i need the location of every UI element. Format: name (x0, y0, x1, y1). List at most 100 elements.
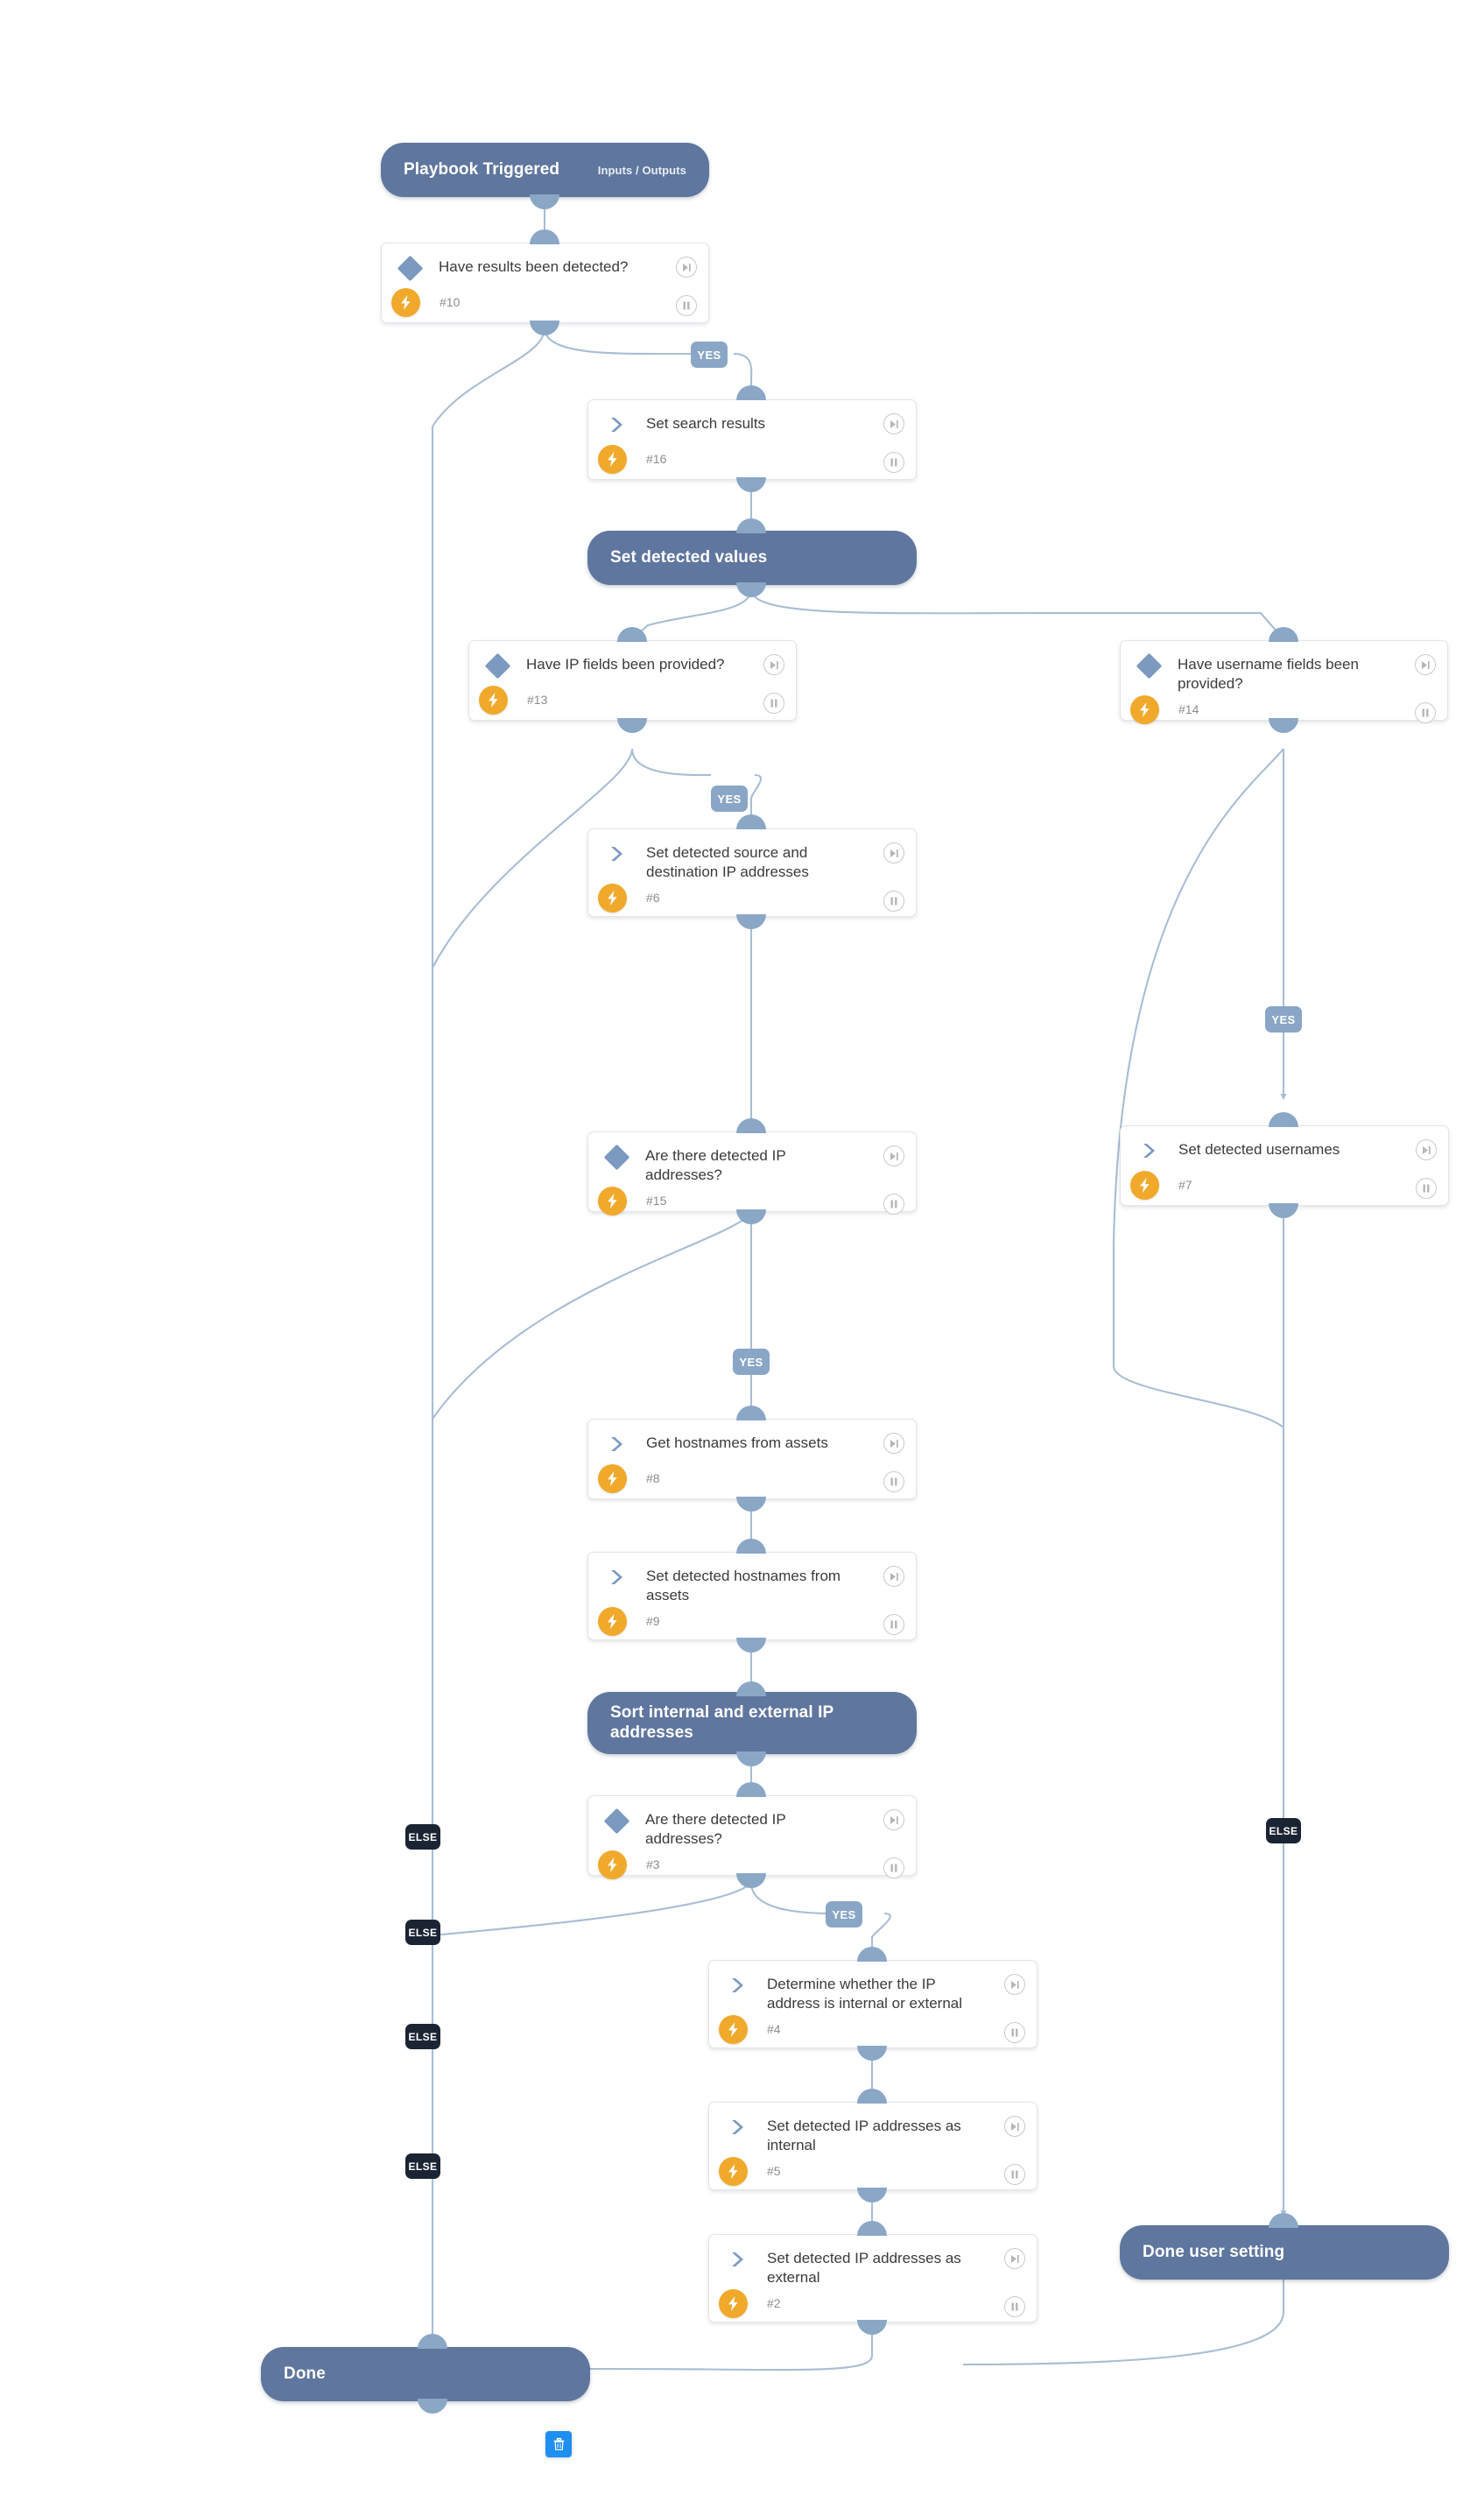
branch-label-yes[interactable]: YES (691, 342, 728, 368)
branch-label-else[interactable]: ELSE (405, 1920, 440, 1945)
node-determine-ip-internal-or-external[interactable]: Determine whether the IP address is inte… (708, 1960, 1037, 2048)
port-in[interactable] (736, 1782, 766, 1797)
port-in[interactable] (736, 385, 766, 400)
skip-forward-icon[interactable] (883, 1809, 904, 1830)
pause-icon[interactable] (763, 693, 784, 714)
branch-label-yes[interactable]: YES (733, 1349, 770, 1375)
skip-forward-icon[interactable] (883, 1566, 904, 1587)
chevron-right-icon (608, 844, 627, 863)
skip-forward-icon[interactable] (1004, 2116, 1025, 2137)
pause-icon[interactable] (883, 1613, 904, 1635)
node-done-user-setting[interactable]: Done user setting (1120, 2225, 1449, 2280)
node-are-there-detected-ip-addresses-15[interactable]: Are there detected IP addresses? #15 (587, 1131, 917, 1216)
pause-icon[interactable] (1004, 2163, 1025, 2185)
port-out[interactable] (736, 582, 766, 597)
node-ref: #5 (767, 2163, 781, 2178)
port-in[interactable] (736, 1118, 766, 1133)
port-out[interactable] (857, 2320, 887, 2335)
branch-label-else[interactable]: ELSE (405, 1824, 440, 1850)
node-ref: #13 (527, 693, 548, 707)
pause-icon[interactable] (883, 1471, 904, 1492)
inputs-outputs-link[interactable]: Inputs / Outputs (597, 163, 686, 177)
node-set-search-results[interactable]: Set search results #16 (587, 399, 917, 480)
node-ref: #16 (646, 452, 667, 466)
delete-button[interactable] (545, 2431, 572, 2457)
branch-label-yes[interactable]: YES (711, 786, 748, 812)
branch-label-text: ELSE (408, 2030, 438, 2043)
chevron-right-icon (728, 1976, 748, 1995)
node-set-detected-source-and-destination-ip[interactable]: Set detected source and destination IP a… (587, 828, 917, 917)
skip-forward-icon[interactable] (1415, 654, 1436, 675)
skip-forward-icon[interactable] (883, 1433, 904, 1454)
branch-label-else[interactable]: ELSE (405, 2153, 440, 2179)
skip-forward-icon[interactable] (1004, 1974, 1025, 1995)
skip-forward-icon[interactable] (676, 257, 697, 278)
port-in[interactable] (736, 814, 766, 829)
skip-forward-icon[interactable] (883, 842, 904, 863)
port-out[interactable] (418, 2399, 447, 2414)
port-in[interactable] (1269, 1112, 1298, 1127)
port-in[interactable] (736, 518, 766, 533)
port-in[interactable] (857, 2221, 887, 2236)
node-set-detected-usernames[interactable]: Set detected usernames #7 (1120, 1125, 1449, 1206)
port-out[interactable] (736, 1638, 766, 1653)
skip-forward-icon[interactable] (883, 1145, 904, 1166)
pause-icon[interactable] (883, 1857, 904, 1878)
port-out[interactable] (1269, 1203, 1298, 1218)
port-in[interactable] (857, 1947, 887, 1962)
pause-icon[interactable] (1416, 1178, 1437, 1199)
node-set-detected-hostnames-from-assets[interactable]: Set detected hostnames from assets #9 (587, 1552, 917, 1640)
skip-forward-icon[interactable] (883, 413, 904, 434)
skip-forward-icon[interactable] (1004, 2248, 1025, 2269)
port-in[interactable] (1269, 2213, 1298, 2228)
pause-icon[interactable] (883, 890, 904, 912)
branch-label-text: YES (697, 348, 721, 362)
node-ref: #6 (646, 890, 660, 905)
port-out[interactable] (617, 718, 647, 733)
node-get-hostnames-from-assets[interactable]: Get hostnames from assets #8 (587, 1419, 917, 1499)
node-are-there-detected-ip-addresses-3[interactable]: Are there detected IP addresses? #3 (587, 1795, 917, 1879)
port-in[interactable] (418, 2334, 447, 2349)
node-set-detected-ip-addresses-as-external[interactable]: Set detected IP addresses as external #2 (708, 2234, 1037, 2322)
pause-icon[interactable] (883, 452, 904, 473)
branch-label-else[interactable]: ELSE (405, 2024, 440, 2049)
port-in[interactable] (530, 229, 559, 244)
port-out[interactable] (857, 2188, 887, 2202)
branch-label-yes[interactable]: YES (1265, 1006, 1302, 1033)
port-out[interactable] (736, 1497, 766, 1512)
port-in[interactable] (736, 1681, 766, 1696)
port-out[interactable] (857, 2046, 887, 2061)
pause-icon[interactable] (1415, 701, 1436, 723)
port-in[interactable] (1269, 627, 1298, 642)
port-out[interactable] (736, 1751, 766, 1766)
skip-forward-icon[interactable] (1416, 1139, 1437, 1160)
pause-icon[interactable] (1004, 2295, 1025, 2317)
port-in[interactable] (736, 1539, 766, 1554)
branch-label-else[interactable]: ELSE (1266, 1818, 1301, 1843)
node-set-detected-ip-addresses-as-internal[interactable]: Set detected IP addresses as internal #5 (708, 2102, 1037, 2190)
node-playbook-triggered[interactable]: Playbook Triggered Inputs / Outputs (381, 143, 709, 197)
port-out[interactable] (736, 477, 766, 492)
pause-icon[interactable] (676, 295, 697, 316)
port-out[interactable] (736, 914, 766, 929)
node-have-ip-fields-been-provided[interactable]: Have IP fields been provided? #13 (468, 640, 797, 721)
group-sort-internal-external-ip[interactable]: Sort internal and external IP addresses (587, 1692, 917, 1754)
port-in[interactable] (736, 1406, 766, 1420)
port-out[interactable] (1269, 718, 1298, 733)
port-in[interactable] (617, 627, 647, 642)
node-ref: #8 (646, 1471, 660, 1485)
node-have-results-been-detected[interactable]: Have results been detected? #10 (381, 243, 709, 323)
node-title: Determine whether the IP address is inte… (767, 1976, 963, 2012)
pause-icon[interactable] (883, 1193, 904, 1215)
lightning-bolt-icon (1130, 694, 1159, 724)
branch-label-yes[interactable]: YES (826, 1901, 862, 1928)
pause-icon[interactable] (1004, 2021, 1025, 2043)
port-out[interactable] (530, 194, 559, 209)
node-done[interactable]: Done (261, 2347, 590, 2401)
skip-forward-icon[interactable] (763, 654, 784, 675)
group-set-detected-values[interactable]: Set detected values (587, 531, 917, 585)
port-out[interactable] (530, 321, 559, 335)
node-have-username-fields-been-provided[interactable]: Have username fields been provided? #14 (1120, 640, 1448, 724)
port-in[interactable] (857, 2089, 887, 2104)
